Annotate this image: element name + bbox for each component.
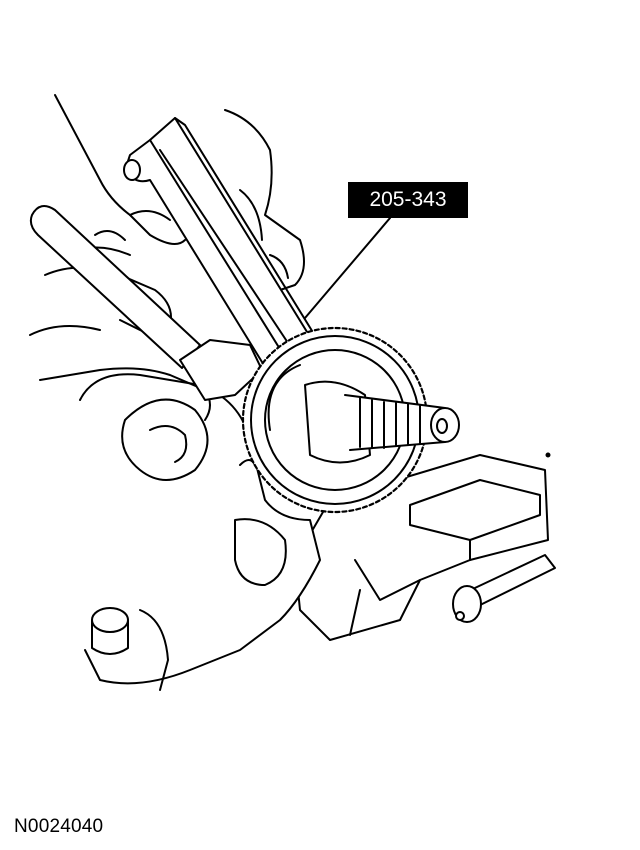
wrench (29, 205, 263, 401)
figure-id-label: N0024040 (14, 816, 104, 837)
tool-number-callout: 205-343 (348, 182, 468, 218)
callout-leader-line (304, 217, 391, 319)
tool-number-label: 205-343 (369, 188, 447, 211)
splined-shaft (304, 380, 460, 464)
axle-housing (79, 373, 321, 691)
